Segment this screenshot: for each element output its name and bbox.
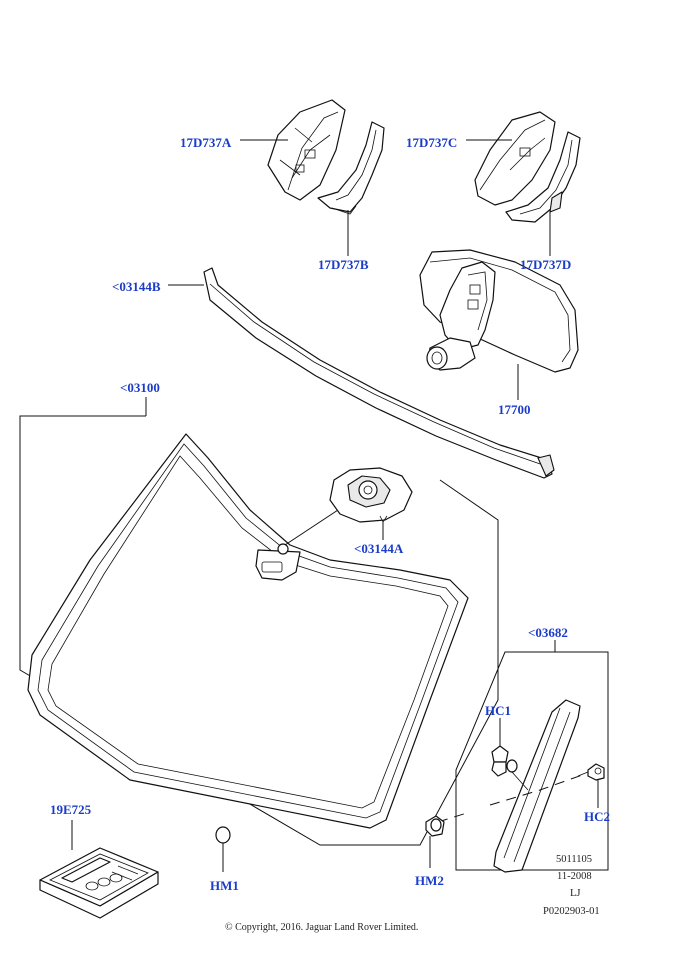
label-hc2[interactable]: HC2 — [584, 809, 610, 824]
label-03144b[interactable]: <03144B — [112, 279, 161, 294]
pad-hm1[interactable] — [215, 826, 231, 872]
label-17d737b[interactable]: 17D737B — [318, 257, 369, 272]
clip-hm2[interactable] — [425, 815, 445, 868]
meta-initials: LJ — [570, 888, 581, 899]
clip-hc2[interactable] — [577, 763, 605, 808]
windscreen-glass[interactable] — [27, 433, 469, 829]
label-17700[interactable]: 17700 — [498, 402, 531, 417]
interior-mirror-17700[interactable] — [419, 249, 579, 373]
mirror-cover-17d737c[interactable] — [474, 111, 556, 206]
meta-date: 11-2008 — [557, 871, 592, 882]
meta-illustration-number: P0202903-01 — [543, 906, 600, 917]
meta-code: 5011105 — [556, 854, 592, 865]
windscreen-group-outline — [19, 415, 499, 846]
label-17d737c[interactable]: 17D737C — [406, 135, 457, 150]
label-hc1[interactable]: HC1 — [485, 703, 511, 718]
mirror-bracket-03144a[interactable] — [284, 467, 413, 546]
label-17d737a[interactable]: 17D737A — [180, 135, 232, 150]
mirror-cover-17d737a[interactable] — [267, 99, 346, 201]
clip-hc1[interactable] — [491, 718, 529, 791]
mirror-cover-17d737b[interactable] — [317, 121, 385, 215]
side-moulding-group-outline — [455, 651, 609, 871]
label-hm1[interactable]: HM1 — [210, 878, 239, 893]
repair-kit-19e725[interactable] — [39, 820, 159, 919]
side-moulding-03682[interactable] — [493, 699, 581, 873]
mirror-cover-17d737d[interactable] — [505, 131, 581, 223]
label-17d737d[interactable]: 17D737D — [520, 257, 571, 272]
label-03144a[interactable]: <03144A — [354, 541, 404, 556]
label-03100[interactable]: <03100 — [120, 380, 160, 395]
label-03682[interactable]: <03682 — [528, 625, 568, 640]
copyright-text: © Copyright, 2016. Jaguar Land Rover Lim… — [225, 922, 418, 933]
alignment-dashed-line — [437, 773, 586, 823]
windscreen-top-moulding[interactable] — [203, 267, 555, 479]
label-hm2[interactable]: HM2 — [415, 873, 444, 888]
label-19e725[interactable]: 19E725 — [50, 802, 92, 817]
